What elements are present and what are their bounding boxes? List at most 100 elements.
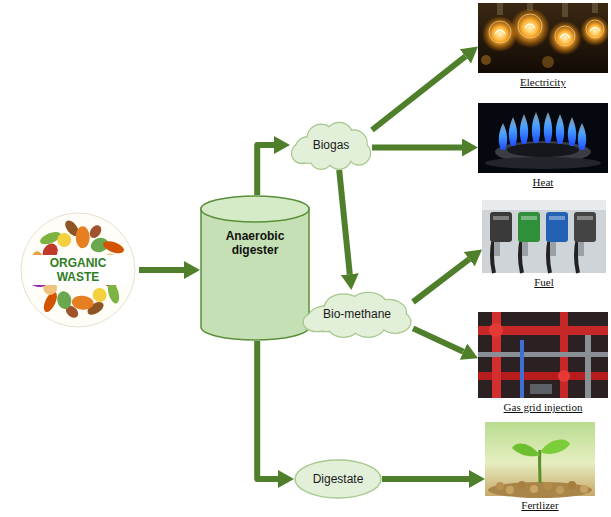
heat-photo-part: [478, 103, 608, 173]
flow-arrow: [257, 145, 274, 195]
gas-grid-photo-part: [585, 335, 591, 398]
fertilizer-photo-part: [544, 482, 552, 490]
fertilizer-photo-part: [556, 486, 564, 494]
gas-grid-output: Gas grid injection: [478, 312, 608, 415]
fuel-photo-part: [493, 216, 509, 220]
electricity-photo-part: [481, 55, 491, 65]
electricity-photo-part: [518, 14, 542, 38]
heat-photo-part: [544, 112, 552, 143]
ellipse-outline: [295, 460, 381, 498]
electricity-photo-part: [497, 3, 503, 15]
biogas-cloud: Biogas: [290, 120, 372, 170]
cloud-fill: [292, 123, 370, 168]
fertilizer-photo-part: [568, 481, 576, 489]
cylinder-body: [201, 208, 309, 340]
heat-photo-part: [532, 112, 540, 143]
picture-area: [543, 3, 544, 76]
fuel-photo-part: [549, 216, 565, 220]
food-item: [56, 231, 73, 248]
fuel-photo: [482, 200, 606, 273]
fuel-photo-part: [521, 216, 537, 220]
flow-arrow: [139, 267, 184, 273]
electricity-photo-part: [525, 24, 535, 28]
waste-circle: ORGANIC WASTE: [17, 212, 139, 328]
picture-area: [543, 103, 544, 176]
output-caption: Fertlizer: [521, 499, 558, 511]
fertilizer-photo-part: [580, 485, 588, 493]
fertilizer-photo-part: [540, 440, 570, 454]
food-item: [91, 286, 109, 304]
heat-photo-part: [509, 117, 517, 146]
cylinder-outline: [200, 195, 310, 341]
electricity-output: Electricity: [478, 3, 608, 90]
picture-area: [544, 200, 545, 276]
fuel-photo-part: [546, 212, 568, 242]
fuel-photo-part: [522, 242, 528, 256]
gas-grid-photo: [478, 312, 608, 398]
heat-photo-part: [485, 157, 601, 169]
gas-grid-photo-part: [558, 370, 570, 382]
cloud-lobe: [292, 144, 311, 163]
digester-cylinder: Anaerobic digester: [200, 195, 310, 341]
fuel-photo-part: [518, 212, 540, 242]
fuel-photo-part: [490, 212, 512, 242]
fertilizer-photo-part: [530, 485, 538, 493]
electricity-photo-part: [489, 21, 511, 43]
cloud-outline: [292, 123, 371, 170]
heat-photo-part: [568, 117, 576, 146]
heat-photo: [478, 103, 608, 173]
cloud-fill: [304, 293, 410, 336]
fertilizer-output: Fertlizer: [485, 422, 595, 513]
picture-area: [540, 422, 541, 499]
output-caption: Gas grid injection: [504, 401, 583, 413]
cloud-lobe: [348, 142, 370, 164]
electricity-photo-part: [592, 3, 598, 13]
electricity-photo-part: [555, 26, 575, 46]
flow-arrow: [339, 170, 350, 274]
heat-output: Heat: [478, 103, 608, 190]
output-caption: Electricity: [520, 76, 566, 88]
fuel-photo-part: [578, 242, 584, 256]
fuel-photo-part: [550, 242, 556, 256]
gas-grid-photo-part: [530, 384, 552, 394]
fuel-photo-part: [494, 242, 500, 256]
picture-area: [543, 312, 544, 401]
heat-photo-part: [556, 114, 564, 144]
fertilizer-photo: [485, 422, 595, 498]
heat-photo-part: [578, 123, 586, 150]
node-label: Biogas: [313, 138, 350, 152]
flow-arrow: [382, 476, 469, 482]
fertilizer-photo-part: [506, 486, 514, 494]
electricity-photo-part: [542, 56, 554, 68]
digestate-ellipse: Digestate: [294, 459, 382, 499]
electricity-photo-part: [580, 16, 610, 46]
flow-arrow: [372, 56, 465, 130]
fuel-photo-part: [577, 216, 593, 220]
output-caption: Heat: [533, 176, 554, 188]
flow-arrow: [257, 341, 278, 479]
gas-grid-photo-part: [478, 352, 608, 357]
food-item: [101, 239, 125, 256]
node-label: Digestate: [313, 472, 364, 486]
electricity-photo-part: [510, 8, 550, 48]
electricity-photo-part: [590, 28, 600, 32]
fuel-photo-part: [574, 212, 596, 242]
node-label: ORGANIC WASTE: [25, 255, 131, 285]
cloud-outline: [303, 292, 411, 337]
food-item: [76, 226, 90, 248]
biomethane-cloud: Bio-methane: [301, 290, 413, 338]
electricity-photo-part: [586, 20, 604, 38]
electricity-photo: [478, 3, 610, 73]
food-item: [56, 290, 73, 310]
output-caption: Fuel: [534, 276, 554, 288]
flow-arrow: [413, 259, 469, 302]
gas-grid-photo-part: [489, 323, 503, 337]
node-label: Bio-methane: [323, 307, 391, 321]
fuel-photo-part: [482, 200, 606, 273]
cylinder-top: [201, 196, 309, 222]
electricity-photo-part: [495, 30, 505, 34]
node-label: Anaerobic digester: [209, 229, 301, 257]
fertilizer-photo-part: [488, 482, 592, 498]
gas-grid-photo-part: [478, 312, 608, 398]
